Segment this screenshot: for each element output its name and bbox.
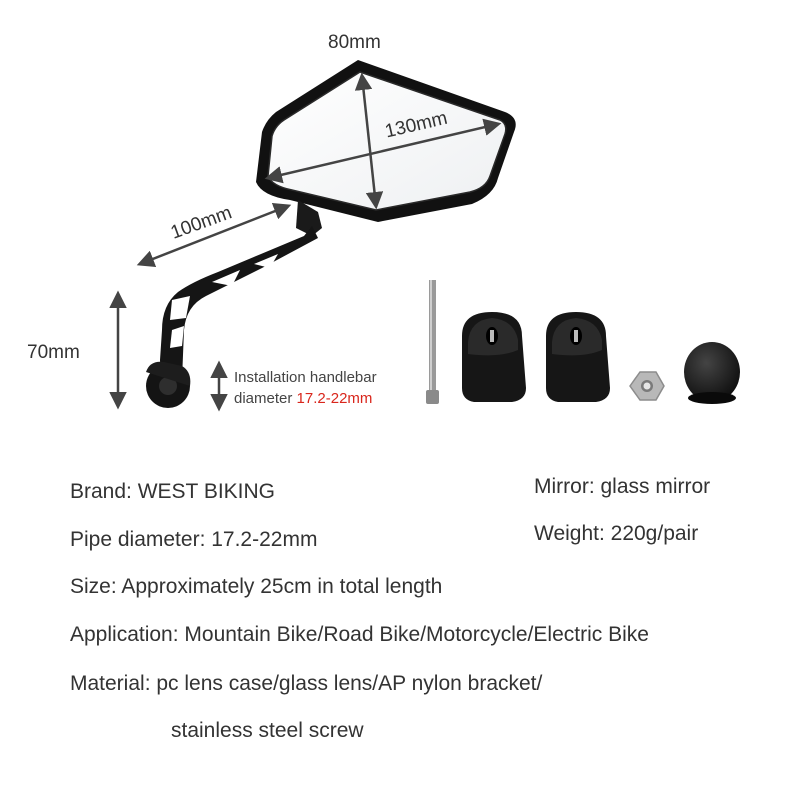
spec-mirror: Mirror: glass mirror: [534, 475, 711, 498]
mount-adapter-left: [462, 312, 526, 402]
end-cap: [684, 342, 740, 404]
height-dimension-label: 70mm: [27, 342, 80, 363]
spec-weight: Weight: 220g/pair: [534, 522, 699, 545]
width-dimension-label: 80mm: [328, 32, 381, 53]
product-illustration: [109, 60, 740, 412]
installation-note-prefix: diameter: [234, 390, 297, 407]
installation-note-line2: diameter 17.2-22mm: [234, 388, 377, 409]
spec-material-line1: Material: pc lens case/glass lens/AP nyl…: [70, 672, 543, 695]
mirror-arm: [146, 200, 322, 408]
spec-material-line2: stainless steel screw: [171, 719, 364, 742]
spec-application: Application: Mountain Bike/Road Bike/Mot…: [70, 623, 649, 646]
spec-size: Size: Approximately 25cm in total length: [70, 575, 443, 598]
mount-adapter-right: [546, 312, 610, 402]
hex-nut: [629, 371, 665, 401]
product-figure: 80mm 130mm 100mm 70mm Installation handl…: [27, 32, 740, 412]
spec-brand: Brand: WEST BIKING: [70, 480, 276, 503]
width-dimension-line: [354, 72, 384, 210]
arm-dimension-line: [136, 202, 292, 268]
spec-pipe-diameter: Pipe diameter: 17.2-22mm: [70, 528, 318, 551]
installation-note-line1: Installation handlebar: [234, 369, 377, 386]
installation-note: Installation handlebar diameter 17.2-22m…: [234, 367, 377, 409]
installation-diameter-value: 17.2-22mm: [296, 390, 373, 407]
mirror-head: [256, 60, 516, 222]
long-screw: [426, 280, 439, 404]
